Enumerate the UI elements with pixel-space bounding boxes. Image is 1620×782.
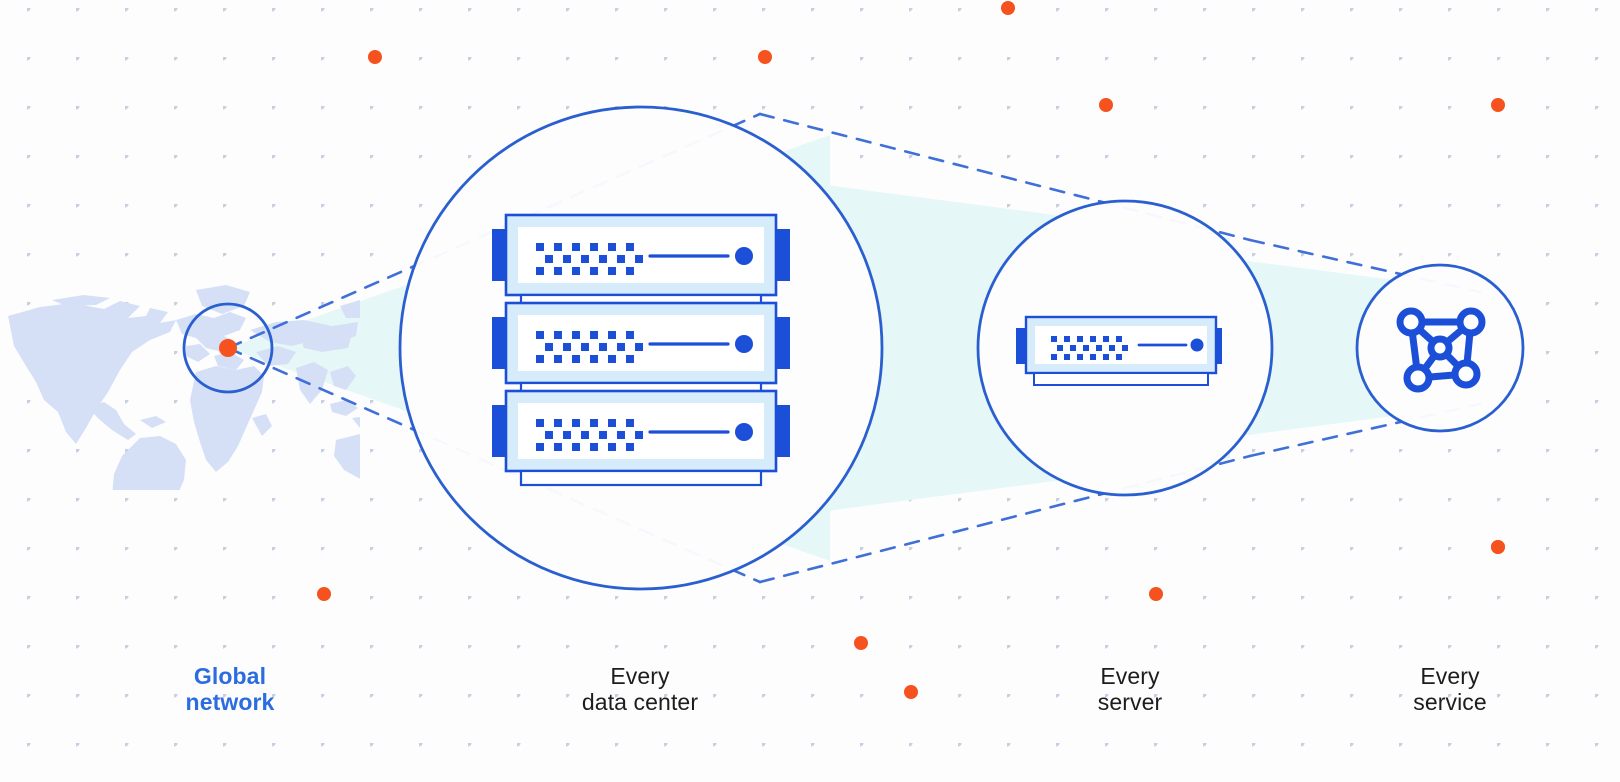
stage-circle-every-service[interactable] <box>1355 263 1525 433</box>
stage-circle-every-data-center[interactable] <box>398 105 884 591</box>
orange-accent-dots-lower <box>1491 540 1505 554</box>
service-mesh-nodes <box>1396 307 1486 393</box>
server-unit-icon <box>1016 315 1222 386</box>
map-pin-marker <box>219 339 237 357</box>
stage-label-every-data-center: Every data center <box>581 663 699 715</box>
stage-circle-global-network[interactable] <box>182 302 274 394</box>
stage-label-global-network: Global network <box>185 663 275 715</box>
stage-label-every-server: Every server <box>1097 663 1163 715</box>
stage-circle-every-server[interactable] <box>976 199 1274 497</box>
stage-label-every-service: Every service <box>1413 663 1487 715</box>
world-map-icon <box>8 285 360 490</box>
server-rack-icon <box>492 213 790 487</box>
